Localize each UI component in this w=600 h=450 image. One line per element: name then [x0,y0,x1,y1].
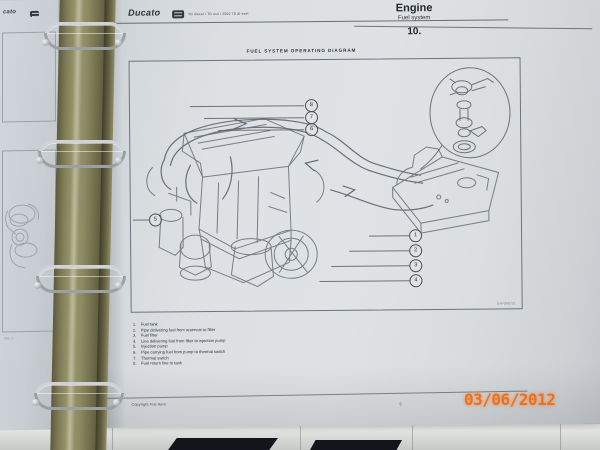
section-title: Engine [395,2,433,15]
callout-2[interactable]: 2 [409,244,423,258]
binder-ring[interactable] [32,382,124,410]
previous-page-note: FIG. 1 [4,336,14,341]
callout-3[interactable]: 3 [409,259,423,273]
engine-drawing [146,118,325,288]
manual-page: Ducato TD diesel / TD 4x4 / 2500 TD di-e… [96,0,600,428]
tile-seam [300,424,301,450]
fiat-logo-icon [30,10,39,17]
figure-legend: 1. Fuel tank 2. Pipe delivering fuel fro… [133,319,463,367]
callout-5[interactable]: 5 [148,213,162,227]
previous-page-brand: cato [3,9,17,16]
camera-date-stamp: 03/06/2012 [464,390,556,409]
fuel-line-routing [160,118,434,211]
callout-1[interactable]: 1 [409,229,423,243]
dark-object [168,438,278,450]
binder-ring[interactable] [36,140,126,168]
previous-page-drawing [5,203,39,269]
tile-seam [560,424,561,450]
header-rule [104,19,509,24]
drawing-code: D4P0BG/31 [496,301,516,306]
legend-number: 8. [133,360,137,366]
callout-6[interactable]: 6 [305,123,319,137]
previous-page: cato FIG. 1 [0,0,58,431]
fiat-logo-icon [172,10,185,19]
figure-caption: FUEL SYSTEM OPERATING DIAGRAM [246,47,357,54]
dark-object [310,440,402,450]
tile-seam [412,424,413,450]
binder-ring[interactable] [34,265,126,293]
callout-4[interactable]: 4 [409,274,423,288]
leader-line-5 [132,219,149,221]
tile-seam [112,424,113,450]
legend-text: Fuel return line to tank [141,360,182,366]
brand-wordmark: Ducato [128,7,161,18]
binder-ring[interactable] [42,22,126,50]
detail-balloon [420,67,511,170]
model-list: TD diesel / TD 4x4 / 2500 TD di-esel [188,11,249,17]
figure-box: 8 7 6 1 2 3 4 5 D4P0BG/31 [128,57,523,313]
